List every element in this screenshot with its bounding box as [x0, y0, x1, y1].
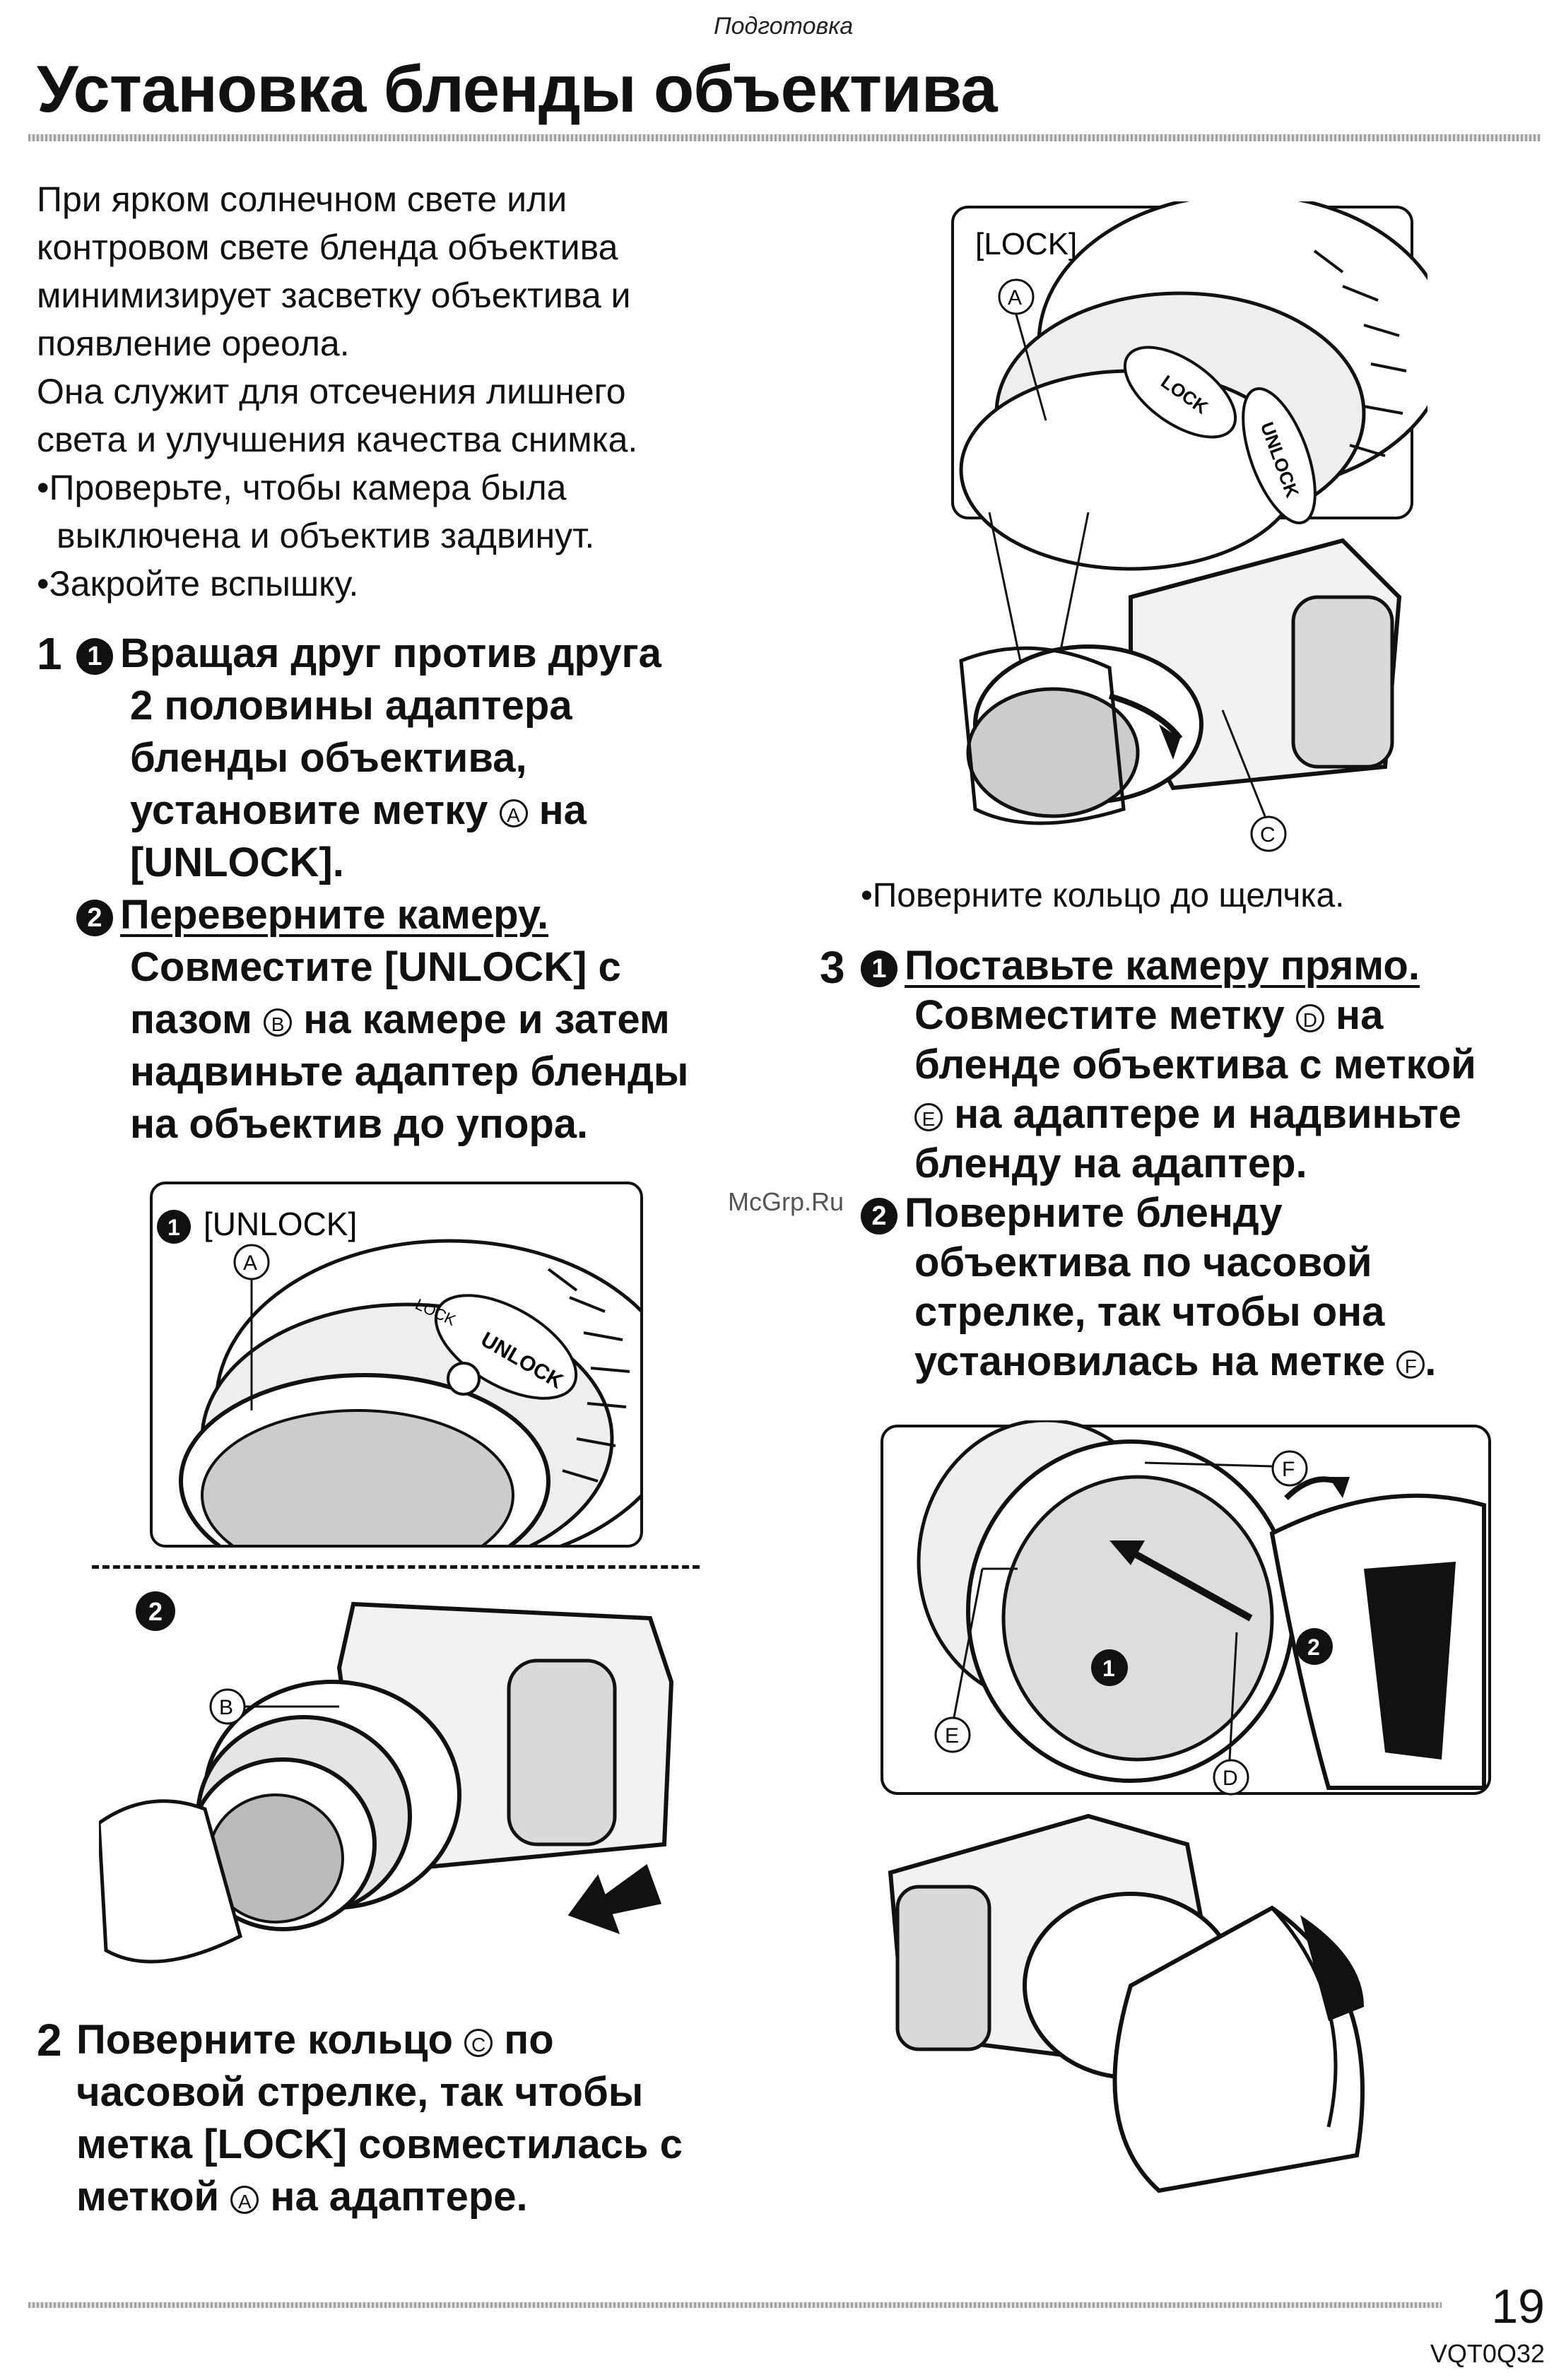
step-1-2-line: надвиньте адаптер бленды: [130, 1049, 689, 1095]
intro-line: контровом свете бленда объектива: [37, 228, 618, 267]
step-1-2-line: пазом: [130, 996, 252, 1042]
badge-2-icon: 2: [148, 1597, 163, 1626]
figure-lock-ring: LOCK UNLOCK [LOCK] A C: [947, 192, 1451, 873]
section-label: Подготовка: [714, 13, 854, 40]
document-code: VQT0Q32: [1430, 2339, 1545, 2368]
step-3-1-line: на адаптере и надвиньте: [954, 1091, 1461, 1137]
intro-line: света и улучшения качества снимка.: [37, 420, 638, 459]
step-1-1-line: Вращая друг против друга: [120, 630, 661, 676]
adapter-illustration: UNLOCK LOCK A 1 [UNLOCK]: [157, 1206, 640, 1545]
step-3-number: 3: [820, 942, 845, 993]
step-3-1-line: бленду на адаптер.: [914, 1141, 1307, 1186]
figure-unlock-adapter: UNLOCK LOCK A 1 [UNLOCK]: [150, 1182, 643, 1548]
step-1-2-line: на камере и затем: [303, 996, 670, 1042]
hood-illustration: 1 2 F E D: [881, 1418, 1491, 2193]
lock-label: [LOCK]: [975, 227, 1077, 261]
step-2-number: 2: [37, 2015, 62, 2066]
step-2-line: метка [LOCK] совместилась с: [76, 2121, 683, 2167]
step-2-text: Поверните кольцо C по часовой стрелке, т…: [76, 2014, 755, 2223]
step-2-line: меткой: [76, 2174, 220, 2220]
step-3-1-underlined: Поставьте камеру прямо.: [905, 943, 1420, 989]
circled-2-icon: 2: [861, 1197, 897, 1235]
mark-e-label: E: [945, 1724, 959, 1748]
watermark: McGrp.Ru: [728, 1187, 844, 1216]
step-1-number: 1: [37, 628, 62, 679]
badge-1-icon: 1: [1102, 1656, 1115, 1681]
step-1-1-line: [UNLOCK].: [130, 840, 344, 885]
step-3-2-line: установилась на метке: [914, 1338, 1386, 1384]
mark-c-label: C: [1260, 823, 1276, 847]
figure-lens-hood: 1 2 F E D: [876, 1418, 1512, 2205]
step-3-2-line: Поверните бленду: [905, 1190, 1283, 1236]
page-title: Установка бленды объектива: [37, 52, 998, 126]
figure-camera-flip: 2 B: [97, 1583, 693, 1979]
step-1-1-line: 2 половины адаптера: [130, 683, 572, 729]
mark-a-label: A: [1008, 286, 1022, 310]
title-divider: [28, 134, 1541, 141]
step-3-1-line: Совместите метку: [914, 992, 1285, 1038]
mark-d-icon: D: [1295, 1003, 1324, 1032]
intro-text: При ярком солнечном свете или контровом …: [37, 175, 743, 608]
step-3-2-line: стрелке, так чтобы она: [914, 1289, 1385, 1335]
unlock-label: [UNLOCK]: [204, 1206, 357, 1242]
mark-a-icon: A: [499, 799, 528, 827]
page-number: 19: [1491, 2280, 1545, 2333]
mark-a-label: A: [243, 1251, 257, 1275]
intro-bullet-cont: выключена и объектив задвинут.: [57, 516, 595, 555]
intro-line: минимизирует засветку объектива и: [37, 276, 631, 315]
mark-c-icon: C: [464, 2028, 493, 2057]
step-2-line: часовой стрелке, так чтобы: [76, 2069, 644, 2115]
mark-b-icon: B: [264, 1008, 293, 1037]
intro-line: При ярком солнечном свете или: [37, 179, 567, 219]
circled-1-icon: 1: [861, 950, 897, 987]
step-1-2-line: Совместите [UNLOCK] с: [130, 944, 621, 990]
step-2-line: по: [504, 2017, 554, 2063]
step-1-2-line: на объектив до упора.: [130, 1101, 589, 1147]
intro-bullet: •Проверьте, чтобы камера была: [37, 468, 567, 507]
step-1-1-line: установите метку: [130, 787, 488, 833]
dashed-separator: [92, 1565, 700, 1569]
intro-bullet: •Закройте вспышку.: [37, 564, 359, 603]
circled-2-icon: 2: [76, 899, 113, 936]
step-3-2-line: объектива по часовой: [914, 1239, 1372, 1285]
badge-2-icon: 2: [1307, 1634, 1320, 1660]
circled-1-icon: 1: [76, 637, 113, 675]
step-1-1-line: бленды объектива,: [130, 735, 527, 781]
step-3-1-line: на: [1336, 992, 1384, 1038]
footer-divider: [28, 2302, 1442, 2308]
mark-f-label: F: [1282, 1458, 1295, 1481]
badge-1-icon: 1: [167, 1215, 180, 1240]
camera-flip-illustration: 2 B: [97, 1591, 674, 1964]
intro-line: Она служит для отсечения лишнего: [37, 372, 626, 411]
step-1-2-underlined: Переверните камеру.: [120, 892, 549, 938]
mark-e-icon: E: [914, 1102, 943, 1131]
mark-b-label: B: [219, 1696, 233, 1719]
step-3-1-line: бленде объектива с меткой: [914, 1042, 1476, 1088]
lock-caption: •Поверните кольцо до щелчка.: [861, 877, 1345, 914]
mark-f-icon: F: [1396, 1350, 1425, 1379]
intro-line: появление ореола.: [37, 324, 350, 363]
mark-d-label: D: [1223, 1767, 1238, 1790]
step-2-line: Поверните кольцо: [76, 2017, 453, 2063]
step-1-1-line: на: [538, 787, 587, 833]
step-2-line: на адаптере.: [270, 2174, 528, 2220]
lock-illustration: LOCK UNLOCK [LOCK] A C: [951, 192, 1451, 852]
mark-a-icon: A: [230, 2185, 259, 2214]
